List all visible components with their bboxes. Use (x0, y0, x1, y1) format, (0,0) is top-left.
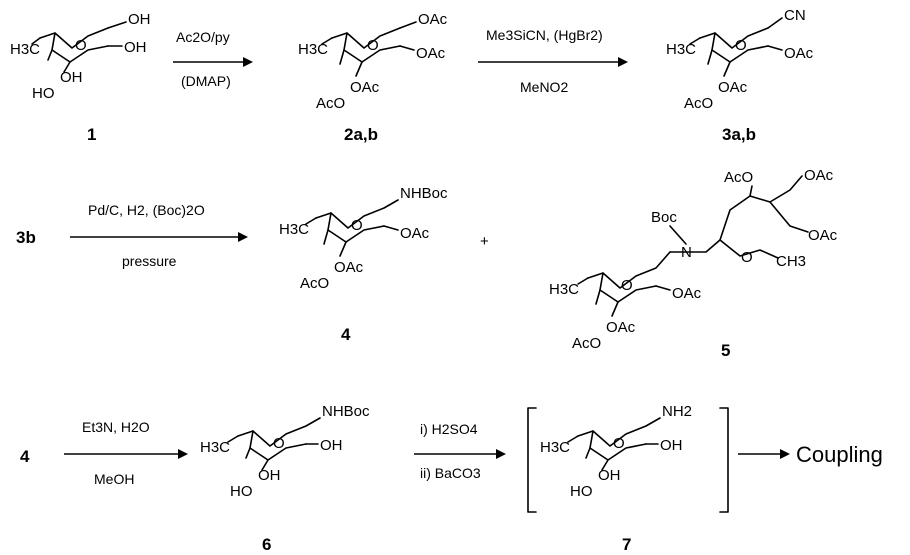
compound-5-label: 5 (721, 341, 730, 360)
compound-4-structure: O H3C NHBoc OAc OAc AcO (279, 185, 448, 292)
atom-oh: OH (598, 467, 621, 484)
atom-h3c: H3C (540, 439, 570, 456)
arrow-head-3 (238, 232, 248, 242)
arrow-head-2 (618, 57, 628, 67)
atom-ho: HO (570, 483, 593, 500)
atom-h3c: H3C (200, 439, 230, 456)
atom-oac: OAc (350, 79, 380, 96)
atom-o: O (273, 435, 285, 452)
atom-h3c: H3C (10, 41, 40, 58)
atom-oh: OH (660, 437, 683, 454)
atom-oac: OAc (334, 259, 364, 276)
left-bracket (527, 407, 537, 513)
atom-o: O (621, 277, 633, 294)
atom-aco: AcO (684, 95, 713, 112)
atom-oac: OAc (416, 45, 446, 62)
compound-4-label: 4 (341, 325, 351, 344)
atom-h3c: H3C (666, 41, 696, 58)
condition-2-bottom: MeNO2 (520, 79, 568, 95)
start-compound-4: 4 (20, 447, 30, 466)
atom-aco: AcO (300, 275, 329, 292)
arrow-head-1 (243, 57, 253, 67)
compound-7-label: 7 (622, 535, 631, 554)
condition-2-top: Me3SiCN, (HgBr2) (486, 27, 603, 43)
atom-o: O (735, 37, 747, 54)
compound-2-structure: O H3C OAc OAc OAc AcO (298, 11, 448, 112)
condition-1-top: Ac2O/py (176, 29, 230, 45)
atom-h3c: H3C (549, 281, 579, 298)
compound-3-label: 3a,b (722, 125, 756, 144)
compound-1-structure: O H3C OH OH OH HO (10, 11, 151, 102)
atom-oac: OAc (718, 79, 748, 96)
atom-boc: Boc (651, 209, 677, 226)
arrow-head-6 (780, 449, 790, 459)
plus-sign: + (480, 233, 489, 250)
atom-oac: OAc (672, 285, 702, 302)
atom-n: N (681, 244, 692, 261)
atom-oac: OAc (804, 167, 834, 184)
condition-1-bottom: (DMAP) (181, 73, 231, 89)
atom-o: O (367, 37, 379, 54)
atom-cn: CN (784, 7, 806, 24)
atom-o: O (351, 217, 363, 234)
condition-4-top: Et3N, H2O (82, 419, 150, 435)
atom-h3c: H3C (279, 221, 309, 238)
atom-aco: AcO (316, 95, 345, 112)
condition-4-bottom: MeOH (94, 471, 134, 487)
condition-5-bottom: ii) BaCO3 (420, 465, 481, 481)
condition-3-top: Pd/C, H2, (Boc)2O (88, 202, 205, 218)
arrow-head-5 (496, 449, 506, 459)
atom-oh: OH (60, 69, 83, 86)
atom-ch3: CH3 (776, 253, 806, 270)
atom-oac: OAc (400, 225, 430, 242)
atom-o: O (613, 435, 625, 452)
atom-oh: OH (320, 437, 343, 454)
arrow-head-4 (178, 449, 188, 459)
atom-o: O (741, 249, 753, 266)
compound-5-structure: O H3C OAc OAc AcO N Boc O CH3 AcO OAc OA… (549, 167, 838, 352)
start-compound-3b: 3b (16, 228, 36, 247)
atom-oac: OAc (784, 45, 814, 62)
atom-oh: OH (258, 467, 281, 484)
atom-ho: HO (32, 85, 55, 102)
condition-5-top: i) H2SO4 (420, 421, 478, 437)
compound-6-label: 6 (262, 535, 271, 554)
right-bracket (719, 407, 729, 513)
coupling-label: Coupling (796, 442, 883, 467)
atom-oac: OAc (606, 319, 636, 336)
atom-oac: OAc (418, 11, 448, 28)
compound-1-label: 1 (87, 125, 96, 144)
atom-o: O (75, 37, 87, 54)
compound-3-structure: O H3C CN OAc OAc AcO (666, 7, 814, 112)
atom-ho: HO (230, 483, 253, 500)
compound-6-structure: O H3C NHBoc OH OH HO (200, 403, 370, 500)
compound-7-structure: O H3C NH2 OH OH HO (540, 403, 692, 500)
compound-2-label: 2a,b (344, 125, 378, 144)
atom-oh: OH (124, 39, 147, 56)
atom-oh: OH (128, 11, 151, 28)
atom-oac: OAc (808, 227, 838, 244)
atom-h3c: H3C (298, 41, 328, 58)
atom-aco: AcO (724, 169, 753, 186)
atom-nh2: NH2 (662, 403, 692, 420)
atom-nhboc: NHBoc (400, 185, 448, 202)
condition-3-bottom: pressure (122, 253, 177, 269)
atom-aco: AcO (572, 335, 601, 352)
atom-nhboc: NHBoc (322, 403, 370, 420)
